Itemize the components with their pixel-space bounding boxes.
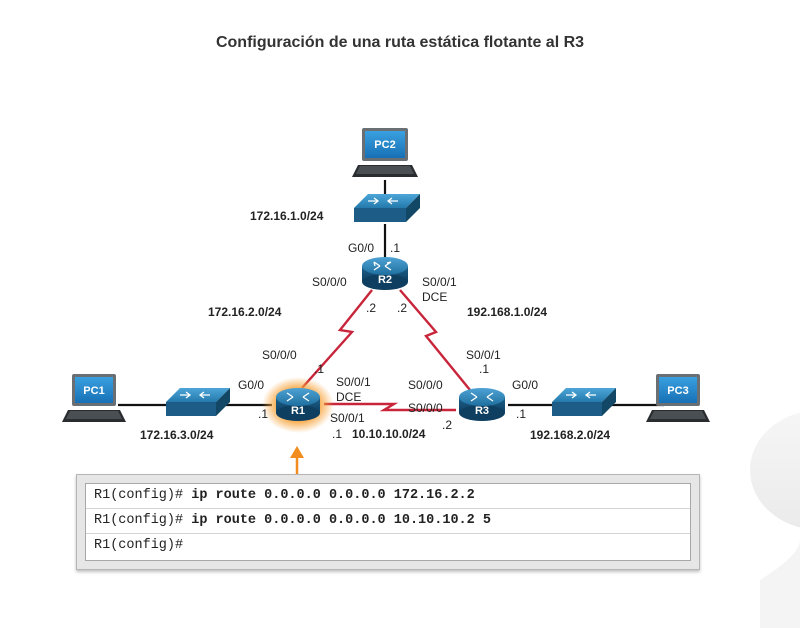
r3-g00-host: .1 (516, 407, 526, 421)
r3-s001: S0/0/1 (466, 348, 501, 362)
diagram-title: Configuración de una ruta estática flota… (215, 34, 585, 51)
r2-label: R2 (378, 274, 392, 286)
r1-s001-bottom: S0/0/1 (330, 411, 365, 425)
cli-line: R1(config)# (86, 534, 690, 558)
link-r1-r3 (324, 402, 456, 412)
r2-g00-host: .1 (390, 241, 400, 255)
pc2-screen (365, 131, 405, 158)
serial-links (301, 289, 471, 412)
net-r1-r2: 172.16.2.0/24 (208, 305, 282, 319)
net-r2-r3: 192.168.1.0/24 (467, 305, 547, 319)
r1-s001-dce: DCE (336, 390, 361, 404)
r2-s001-dce: DCE (422, 290, 447, 304)
r2-s001-host: .2 (397, 301, 407, 315)
pc2-label: PC2 (374, 139, 395, 151)
r1-s001-top: S0/0/1 (336, 375, 371, 389)
r1-g00: G0/0 (238, 378, 264, 392)
net-r1-r3: 10.10.10.0/24 (352, 427, 426, 441)
pc3-label: PC3 (667, 385, 688, 397)
switch-left[interactable] (166, 388, 230, 416)
r2-s000-host: .2 (366, 301, 376, 315)
switch-arrows-icon (368, 197, 398, 205)
r3-g00: G0/0 (512, 378, 538, 392)
link-r1-r2 (301, 289, 373, 389)
cli-prompt: R1(config)# (94, 513, 192, 528)
cli-prompt: R1(config)# (94, 538, 184, 553)
pc3[interactable]: PC3 (646, 374, 710, 422)
cli-output-panel: R1(config)# ip route 0.0.0.0 0.0.0.0 172… (76, 474, 700, 570)
r3-s000-top: S0/0/0 (408, 378, 443, 392)
cli-line: R1(config)# ip route 0.0.0.0 0.0.0.0 172… (86, 484, 690, 509)
background-decoration (750, 412, 800, 628)
r3-s000-host: .2 (442, 418, 452, 432)
pc1[interactable]: PC1 (62, 374, 126, 422)
r3-s001-host: .1 (479, 362, 489, 376)
r2-s000: S0/0/0 (312, 275, 347, 289)
switch-right[interactable] (552, 388, 616, 416)
cli-command: ip route 0.0.0.0 0.0.0.0 10.10.10.2 5 (191, 513, 491, 528)
router-r2[interactable]: R2 (362, 257, 408, 290)
cli-line: R1(config)# ip route 0.0.0.0 0.0.0.0 10.… (86, 509, 690, 534)
router-r3[interactable]: R3 (459, 388, 505, 421)
r1-s000-host: .1 (314, 362, 324, 376)
net-right-lan: 192.168.2.0/24 (530, 428, 610, 442)
pc2[interactable]: PC2 (352, 128, 418, 177)
r3-s000-bottom: S0/0/0 (408, 401, 443, 415)
pc1-label: PC1 (83, 385, 104, 397)
net-top-lan: 172.16.1.0/24 (250, 209, 324, 223)
router-r1[interactable]: R1 (262, 377, 334, 433)
cli-command: ip route 0.0.0.0 0.0.0.0 172.16.2.2 (191, 488, 475, 503)
net-left-lan: 172.16.3.0/24 (140, 428, 214, 442)
r2-s001: S0/0/1 (422, 275, 457, 289)
router-arrows-icon (373, 261, 392, 271)
cli-prompt: R1(config)# (94, 488, 192, 503)
r3-label: R3 (475, 405, 489, 417)
r1-label: R1 (291, 405, 305, 417)
r1-s001-host: .1 (332, 427, 342, 441)
r1-s000: S0/0/0 (262, 348, 297, 362)
cli-text-area: R1(config)# ip route 0.0.0.0 0.0.0.0 172… (85, 483, 691, 561)
r2-g00: G0/0 (348, 241, 374, 255)
r1-g00-host: .1 (258, 407, 268, 421)
switch-top[interactable] (354, 194, 420, 222)
link-r2-r3 (399, 289, 471, 391)
